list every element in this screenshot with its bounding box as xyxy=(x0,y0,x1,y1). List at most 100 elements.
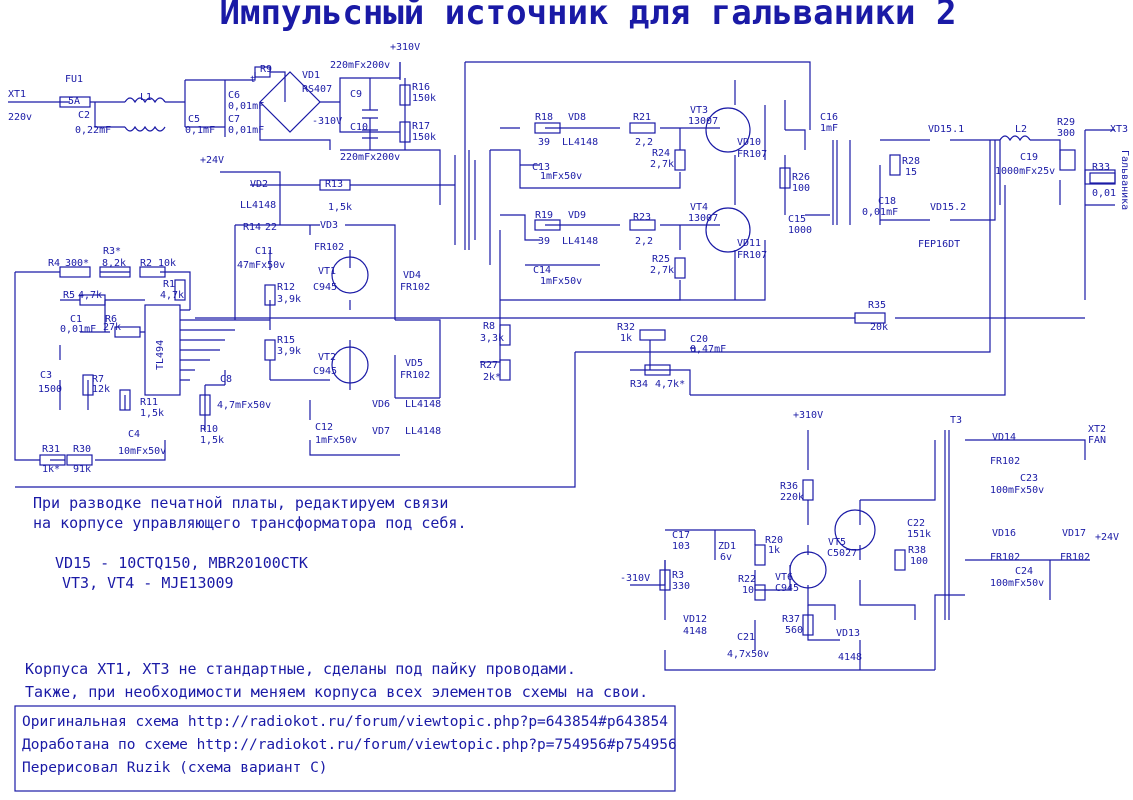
resistor-r25 xyxy=(674,257,686,279)
label-r3-val: 8,2k xyxy=(102,258,126,269)
resistor-r3-aux xyxy=(659,569,671,591)
label-r24-val: 2,7k xyxy=(650,159,674,170)
label-r18-val: 39 xyxy=(538,137,550,148)
label-c8-val: 4,7mFx50v xyxy=(217,400,271,411)
label-c9: C9 xyxy=(350,89,362,100)
label-vt4: VT4 xyxy=(690,202,708,213)
label-c11: C11 xyxy=(255,246,273,257)
label-vd3: VD3 xyxy=(320,220,338,231)
label-t-symbol: t xyxy=(250,75,255,85)
label-c6-val: 0,01mF xyxy=(228,101,264,112)
component-labels: XT1 220v FU1 5A C2 0,22mF L1 C5 0,1mF R9… xyxy=(8,42,1130,663)
label-r29: R29 xyxy=(1057,117,1075,128)
resistor-r28 xyxy=(889,154,901,176)
label-c1-val: 0,01mF xyxy=(60,324,96,335)
label-vd9-val: LL4148 xyxy=(562,236,598,247)
resistor-r7 xyxy=(82,374,94,396)
label-plus24-right: +24V xyxy=(1095,532,1119,543)
label-vd8: VD8 xyxy=(568,112,586,123)
label-plus310-top: +310V xyxy=(390,42,420,53)
label-l1: L1 xyxy=(140,92,152,103)
label-r23-val: 2,2 xyxy=(635,236,653,247)
label-c22-val: 151k xyxy=(907,529,931,540)
label-r37: R37 xyxy=(782,614,800,625)
resistor-r22 xyxy=(754,584,766,601)
label-c13-val: 1mFx50v xyxy=(540,171,582,182)
label-c10-val: 220mFx200v xyxy=(340,152,400,163)
label-r3: R3* xyxy=(103,246,121,257)
resistor-r6 xyxy=(114,326,141,338)
credit-line1: Оригинальная схема http://radiokot.ru/fo… xyxy=(22,714,668,730)
label-vt5: VT5 xyxy=(828,537,846,548)
label-r24: R24 xyxy=(652,148,670,159)
label-r4-val: 300* xyxy=(65,258,89,269)
label-r30-val: 91k xyxy=(73,464,91,475)
label-c12: C12 xyxy=(315,422,333,433)
label-vd15-1: VD15.1 xyxy=(928,124,964,135)
label-vd2: VD2 xyxy=(250,179,268,190)
label-c14: C14 xyxy=(533,265,551,276)
resistor-r10 xyxy=(199,394,211,416)
label-r17: R17 xyxy=(412,121,430,132)
label-vt3-val: 13007 xyxy=(688,116,718,127)
label-vt2: VT2 xyxy=(318,352,336,363)
resistor-r26 xyxy=(779,167,791,189)
label-c5: C5 xyxy=(188,114,200,125)
label-r20: R20 xyxy=(765,535,783,546)
label-vd12-val: 4148 xyxy=(683,626,707,637)
label-r38: R38 xyxy=(908,545,926,556)
label-vt2-val: C945 xyxy=(313,366,337,377)
label-c15: C15 xyxy=(788,214,806,225)
resistor-r29 xyxy=(1059,149,1076,171)
label-r33-val: 0,01 xyxy=(1092,188,1116,199)
resistor-r21 xyxy=(629,122,656,134)
resistor-r38 xyxy=(894,549,906,571)
label-r25-val: 2,7k xyxy=(650,265,674,276)
label-c8: C8 xyxy=(220,374,232,385)
label-r6: R6 xyxy=(105,314,117,325)
capacitor-c9 xyxy=(362,109,378,119)
label-vd5-val: FR102 xyxy=(400,370,430,381)
label-r4: R4 xyxy=(48,258,60,269)
label-xt2: XT2 xyxy=(1088,424,1106,435)
shunt-r33-box xyxy=(1084,169,1116,185)
label-r29-val: 300 xyxy=(1057,128,1075,139)
label-vt6: VT6 xyxy=(775,572,793,583)
label-vd13-val: 4148 xyxy=(838,652,862,663)
label-r22: R22 xyxy=(738,574,756,585)
label-r19-val: 39 xyxy=(538,236,550,247)
label-c20: C20 xyxy=(690,334,708,345)
label-r38-val: 100 xyxy=(910,556,928,567)
resistor-r30 xyxy=(66,454,93,466)
label-r36: R36 xyxy=(780,481,798,492)
label-r7: R7 xyxy=(92,374,104,385)
label-vd6-val: LL4148 xyxy=(405,399,441,410)
resistor-r34 xyxy=(644,364,671,376)
label-vd9: VD9 xyxy=(568,210,586,221)
label-r1: R1 xyxy=(163,279,175,290)
label-c3-val: 1500 xyxy=(38,384,62,395)
resistor-r2 xyxy=(139,266,166,278)
label-c19: C19 xyxy=(1020,152,1038,163)
resistor-r3 xyxy=(99,266,131,278)
label-c22: C22 xyxy=(907,518,925,529)
label-vd10-val: FR107 xyxy=(737,149,767,160)
resistor-r15 xyxy=(264,339,276,361)
label-c16: C16 xyxy=(820,112,838,123)
label-vd12: VD12 xyxy=(683,614,707,625)
transistor-vt2 xyxy=(331,346,369,384)
label-c7: C7 xyxy=(228,114,240,125)
label-r10-val: 1,5k xyxy=(200,435,224,446)
label-c16-val: 1mF xyxy=(820,123,838,134)
label-r27: R27 xyxy=(480,360,498,371)
label-r16-val: 150k xyxy=(412,93,436,104)
label-r3-aux-val: 330 xyxy=(672,581,690,592)
label-c18-val: 0,01mF xyxy=(862,207,898,218)
label-c17: C17 xyxy=(672,530,690,541)
label-fu1-val: 5A xyxy=(68,96,80,107)
label-r26: R26 xyxy=(792,172,810,183)
label-vd8-val: LL4148 xyxy=(562,137,598,148)
label-l2: L2 xyxy=(1015,124,1027,135)
label-r1-val: 4,7k xyxy=(160,290,184,301)
resistor-r8 xyxy=(499,324,511,346)
